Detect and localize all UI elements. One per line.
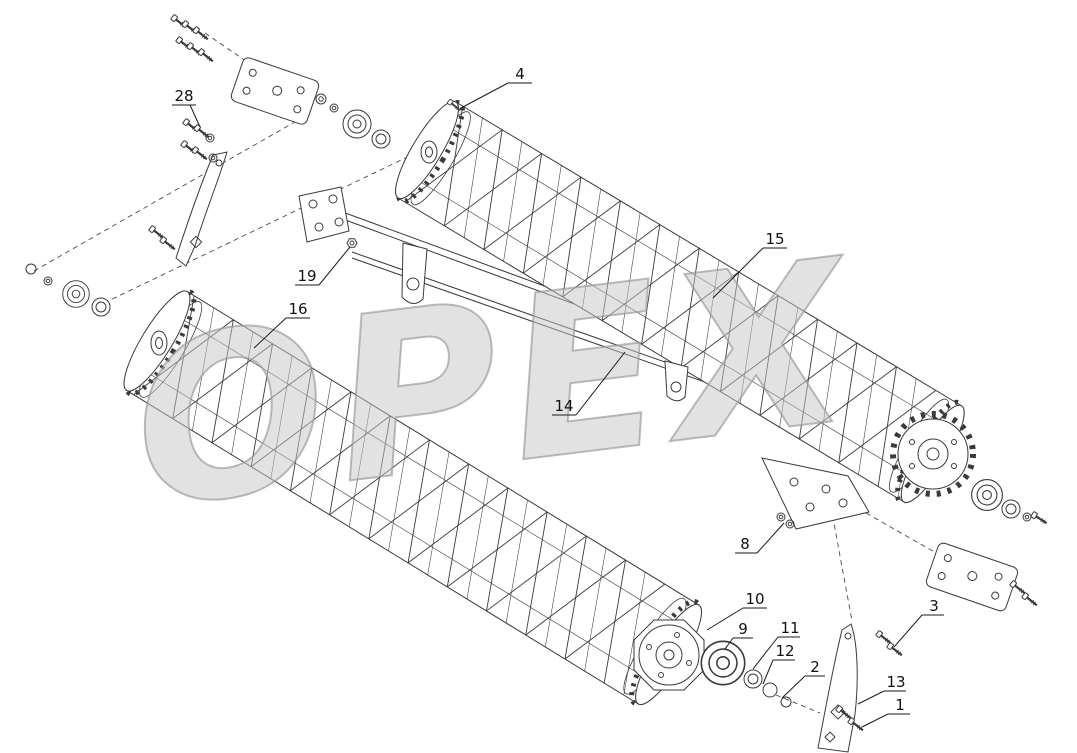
part-callout-11: 11 <box>752 619 800 670</box>
part-number: 13 <box>886 673 905 691</box>
washer <box>776 512 786 522</box>
part-callout-4: 4 <box>460 65 532 109</box>
part-number: 10 <box>745 590 764 608</box>
part-number: 2 <box>810 658 820 676</box>
hanger-bracket <box>664 360 689 402</box>
part-callout-13: 13 <box>857 673 906 705</box>
part-number: 9 <box>738 620 748 638</box>
part-number: 12 <box>775 642 794 660</box>
right-bearing-stack <box>971 479 1050 527</box>
part-number: 11 <box>780 619 799 637</box>
scraper-arm <box>817 623 858 753</box>
screw-pair-plate <box>1008 579 1040 609</box>
scraper-arm <box>175 151 228 267</box>
screw-cluster-top-left <box>169 13 216 65</box>
part-number: 28 <box>174 87 193 105</box>
tube-end-plate <box>298 186 350 243</box>
bearing-bracket-plate <box>761 457 870 530</box>
lower-roller-end-plate <box>633 619 705 691</box>
part-callout-9: 9 <box>724 620 753 650</box>
nut <box>346 238 358 248</box>
opex-watermark: OPEX <box>120 211 870 559</box>
mounting-plate <box>925 542 1019 612</box>
part-callout-14: 14 <box>552 351 626 416</box>
part-number: 3 <box>929 597 939 615</box>
part-callout-15: 15 <box>712 230 787 299</box>
mounting-plate <box>230 57 320 125</box>
part-callout-12: 12 <box>762 642 795 685</box>
part-number: 8 <box>740 535 750 553</box>
washer <box>785 519 795 529</box>
part-callout-8: 8 <box>735 522 785 554</box>
part-number: 16 <box>288 300 307 318</box>
lower-roller-left-hub <box>150 330 168 356</box>
part-number: 1 <box>895 696 905 714</box>
part-callout-28: 28 <box>172 87 201 128</box>
upper-roller-gear-disc <box>890 411 976 497</box>
left-bearing-stack <box>25 263 111 317</box>
hanger-bracket <box>401 242 428 304</box>
part-callout-1: 1 <box>861 696 910 728</box>
screw-pair-3 <box>874 629 905 659</box>
part-callout-3: 3 <box>893 597 944 648</box>
upper-roller-left-hub <box>420 140 438 164</box>
part-number: 14 <box>554 397 573 415</box>
part-callout-10: 10 <box>706 590 767 631</box>
lower-bearing-stack <box>700 640 792 708</box>
part-callout-19: 19 <box>295 246 351 286</box>
part-callout-2: 2 <box>781 658 825 699</box>
part-number: 19 <box>297 267 316 285</box>
top-bearing-stack <box>315 93 391 149</box>
part-number: 15 <box>765 230 784 248</box>
part-callout-16: 16 <box>253 300 310 349</box>
screw-pair-left <box>147 224 178 253</box>
part-number: 4 <box>515 65 525 83</box>
